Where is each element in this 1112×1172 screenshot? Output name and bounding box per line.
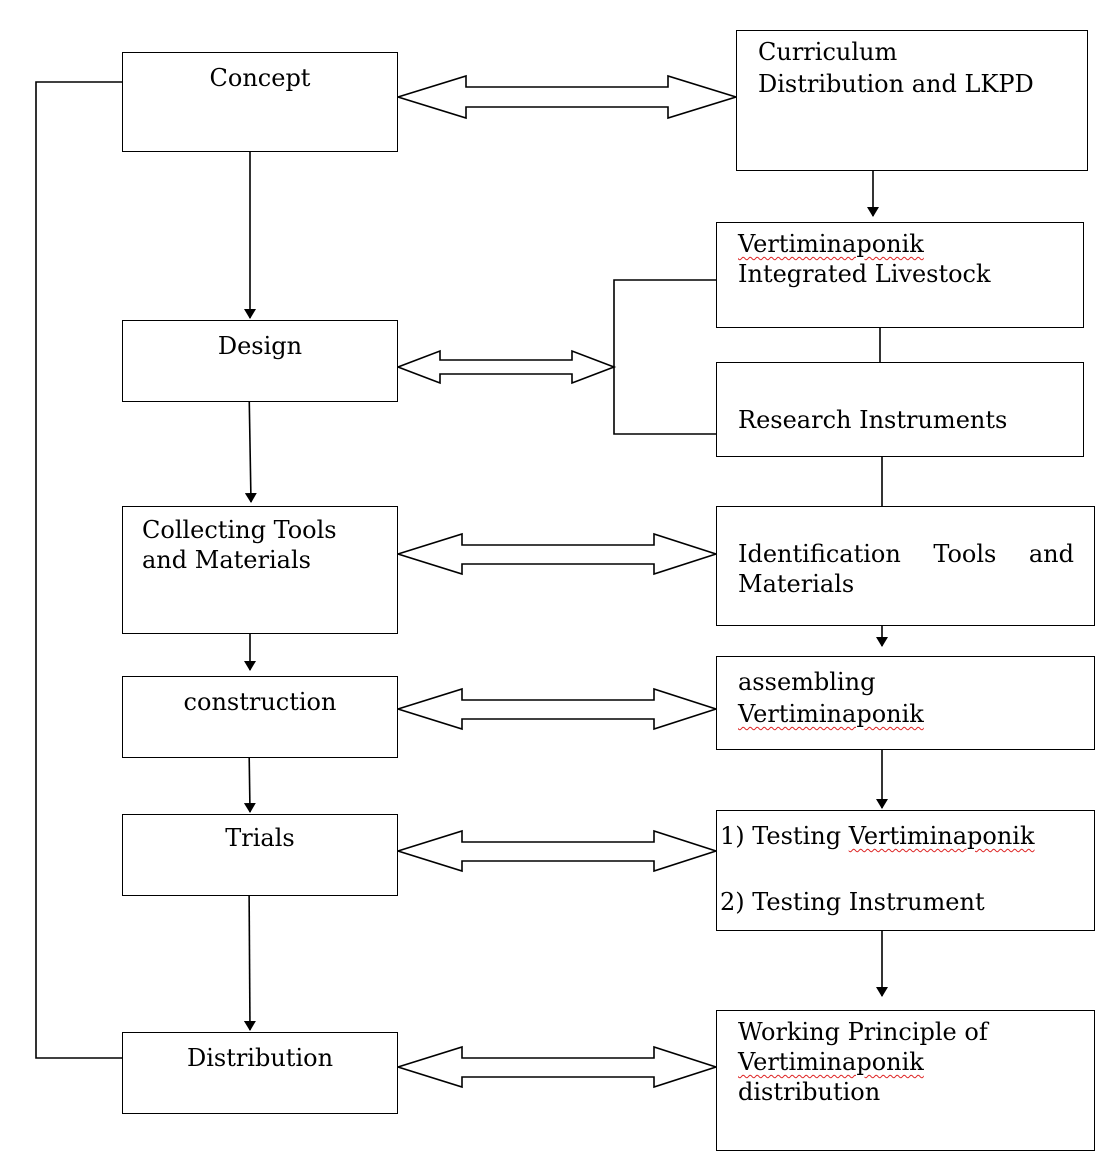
identification-label-line1: Identification Tools and: [738, 539, 1074, 569]
feedback-line: [35, 81, 122, 1059]
identification-word-3: and: [1028, 540, 1074, 568]
curriculum-label-line2: Distribution and LKPD: [758, 70, 1034, 98]
livestock-label-line1: Vertiminaponik: [738, 230, 924, 258]
working-label-line2: Vertiminaponik: [738, 1048, 924, 1076]
identification-word-1: Identification: [738, 540, 901, 568]
livestock-label-line2: Integrated Livestock: [738, 260, 991, 288]
double-arrow-distribution: [395, 1045, 719, 1089]
identification-box: Identification Tools and Materials: [716, 506, 1095, 626]
collecting-label-line2: and Materials: [142, 546, 311, 574]
curriculum-label-line1: Curriculum: [758, 38, 898, 66]
arrow-design-collecting: [244, 385, 257, 503]
identification-label-line2: Materials: [738, 570, 855, 598]
testing-box: 1) Testing Vertiminaponik 2) Testing Ins…: [716, 810, 1095, 931]
concept-box: Concept: [122, 52, 398, 152]
testing-label-line2: 2) Testing Instrument: [720, 888, 985, 916]
testing-prefix: 1) Testing: [720, 822, 849, 850]
instruments-box: Research Instruments: [716, 362, 1084, 457]
construction-box: construction: [122, 676, 398, 758]
working-label-line3: distribution: [738, 1078, 881, 1106]
working-label-line1: Working Principle of: [738, 1018, 988, 1046]
double-arrow-trials: [395, 829, 719, 873]
double-arrow-design: [395, 349, 617, 385]
working-box: Working Principle of Vertiminaponik dist…: [716, 1010, 1095, 1151]
concept-label: Concept: [209, 64, 311, 92]
double-arrow-construction: [395, 687, 719, 731]
distribution-box: Distribution: [122, 1032, 398, 1114]
curriculum-box: Curriculum Distribution and LKPD: [736, 30, 1088, 171]
design-bracket: [613, 279, 716, 435]
identification-word-2: Tools: [933, 540, 997, 568]
design-label: Design: [217, 332, 303, 360]
collecting-box: Collecting Tools and Materials: [122, 506, 398, 634]
double-arrow-concept: [395, 74, 739, 120]
design-box: Design: [122, 320, 398, 402]
distribution-label: Distribution: [186, 1044, 334, 1072]
double-arrow-collecting: [395, 532, 719, 576]
construction-label: construction: [183, 688, 337, 716]
assembling-box: assembling Vertiminaponik: [716, 656, 1095, 750]
testing-label-line1: 1) Testing Vertiminaponik: [720, 821, 1035, 851]
livestock-box: Vertiminaponik Integrated Livestock: [716, 222, 1084, 328]
assembling-label-line2: Vertiminaponik: [738, 700, 924, 728]
assembling-label-line1: assembling: [738, 668, 876, 696]
trials-box: Trials: [122, 814, 398, 896]
instruments-label: Research Instruments: [738, 406, 1008, 434]
collecting-label-line1: Collecting Tools: [142, 516, 337, 544]
arrow-trials-distribution: [243, 877, 256, 1031]
testing-vertiminaponik: Vertiminaponik: [848, 822, 1035, 850]
trials-label: Trials: [225, 824, 295, 852]
